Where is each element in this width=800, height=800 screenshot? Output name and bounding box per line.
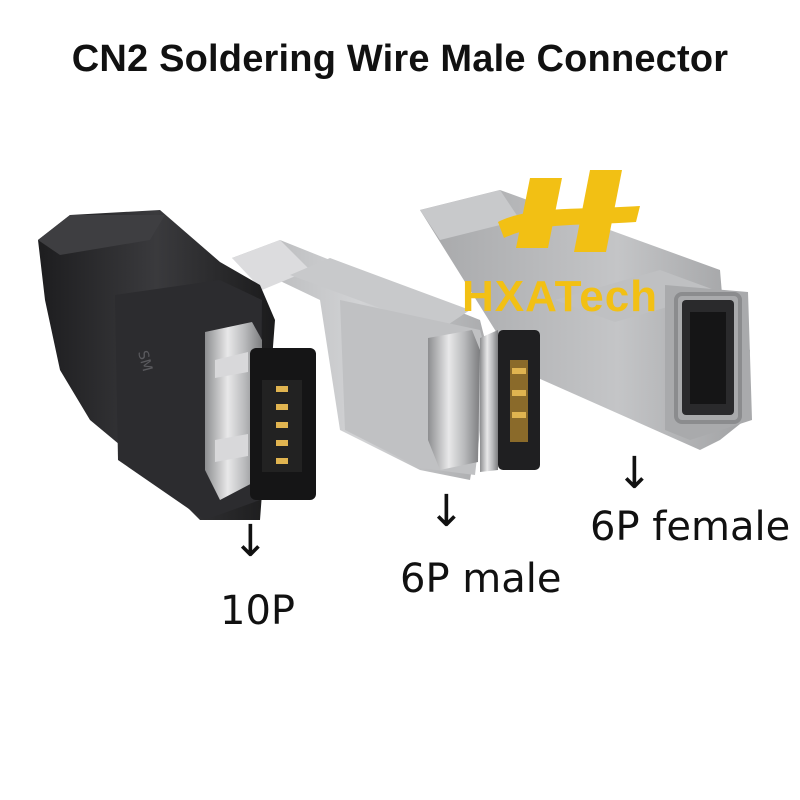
label-10p: 10P: [220, 588, 296, 634]
connector-6p-male: [232, 240, 540, 480]
page-title: CN2 Soldering Wire Male Connector: [71, 38, 729, 80]
male-shell: [428, 330, 480, 470]
arrow-6p-male: ↓: [428, 486, 465, 537]
connector-10p: SM: [38, 210, 316, 520]
arrow-6p-female: ↓: [616, 448, 653, 499]
arrow-10p: ↓: [232, 516, 269, 567]
svg-text:SM: SM: [134, 349, 155, 373]
connector-6p-female: [420, 190, 752, 450]
brand-logo-icon: [498, 170, 640, 252]
label-6p-female: 6P female: [590, 504, 791, 550]
brand-name: HXATech: [462, 272, 659, 321]
label-6p-male: 6P male: [400, 556, 562, 602]
